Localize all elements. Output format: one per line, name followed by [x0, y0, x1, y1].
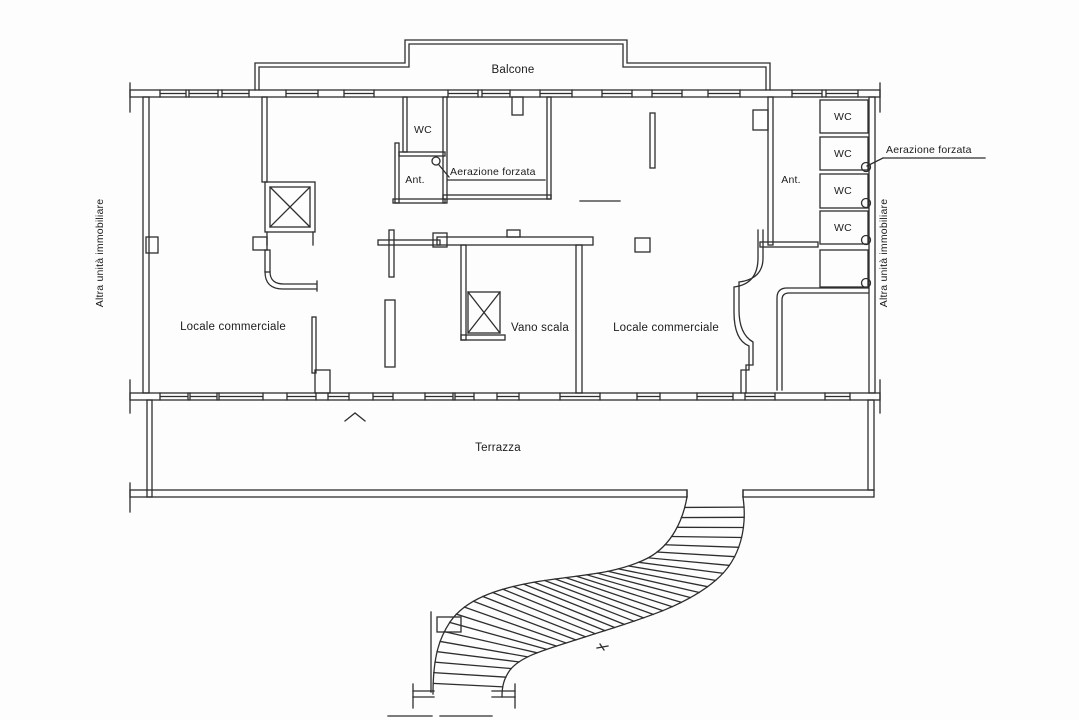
vent-circles: [431, 156, 872, 289]
room-label-wc-right-3: WC: [834, 185, 852, 197]
annotation-forced-ventilation-right: Aerazione forzata: [886, 144, 972, 156]
label-other-unit-left: Altra unità immobiliare: [94, 198, 106, 308]
room-label-balcone: Balcone: [491, 64, 535, 76]
room-label-commercial-right: Locale commerciale: [613, 322, 719, 334]
elevator-shaft-left-icon: [264, 181, 316, 246]
outer-walls: [129, 82, 881, 513]
vent-circle: [431, 156, 441, 166]
room-label-wc-right-4: WC: [834, 222, 852, 234]
vent-circle: [860, 277, 872, 289]
room-label-terrace: Terrazza: [475, 442, 521, 454]
interior-walls: [252, 96, 656, 394]
room-label-wc-left: WC: [414, 124, 432, 136]
interior-walls-right: [733, 96, 869, 394]
room-label-ant-right: Ant.: [781, 174, 801, 186]
curved-staircase: [412, 496, 745, 709]
window-segments-bottom: [159, 392, 851, 401]
vent-circle: [860, 161, 872, 173]
leader-lines: [438, 157, 986, 181]
terrace-walls: [129, 399, 875, 498]
room-label-ant-left: Ant.: [405, 174, 425, 186]
annotation-forced-ventilation-left: Aerazione forzata: [450, 166, 536, 178]
window-segments-top: [159, 89, 859, 98]
vent-circle: [860, 197, 872, 209]
elevator-shaft-center-icon: [467, 291, 501, 334]
balcony-railing: [254, 39, 771, 91]
room-label-wc-right-2: WC: [834, 148, 852, 160]
vent-circle: [860, 234, 872, 246]
label-other-unit-right: Altra unità immobiliare: [878, 198, 890, 308]
stair-treads: [432, 506, 745, 688]
room-label-commercial-left: Locale commerciale: [180, 321, 286, 333]
room-label-wc-right-1: WC: [834, 111, 852, 123]
room-label-stairwell: Vano scala: [510, 322, 570, 334]
